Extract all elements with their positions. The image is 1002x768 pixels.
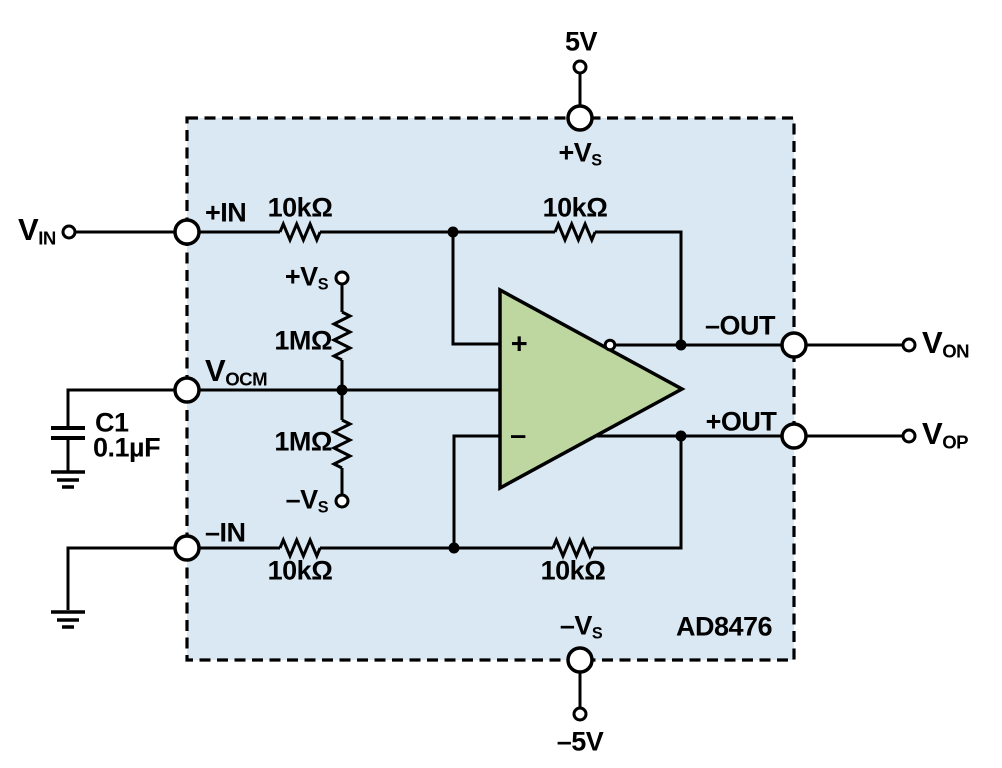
plus-in-pin-label: +IN bbox=[205, 197, 247, 228]
minus-in-pin-label: –IN bbox=[205, 517, 246, 548]
wire-minus-in-row bbox=[200, 436, 683, 550]
resistor-bottom-left-label: 10kΩ bbox=[267, 555, 333, 586]
vocm-pin-label: VOCM bbox=[205, 352, 268, 390]
resistor-divider-bottom-label: 1MΩ bbox=[274, 426, 332, 457]
node-terminal-divider-vs-plus bbox=[334, 270, 350, 286]
resistor-divider-top bbox=[330, 310, 354, 362]
plus-out-pin-label: +OUT bbox=[705, 406, 777, 437]
vop-label: VOP bbox=[922, 415, 969, 453]
node-terminal-5v bbox=[572, 59, 588, 75]
wire-minus-in-to-ground bbox=[66, 546, 174, 610]
pin-terminal-minus-in bbox=[173, 534, 201, 562]
vs-plus-pin-label: +VS bbox=[558, 137, 602, 170]
vin-label: VIN bbox=[18, 214, 56, 248]
junction-dot-minus-out bbox=[675, 339, 687, 351]
von-label-sub: ON bbox=[942, 340, 970, 362]
node-terminal-minus-5v bbox=[572, 706, 588, 722]
capacitor-c1 bbox=[51, 426, 85, 440]
wire-vocm-to-cap bbox=[66, 388, 174, 426]
resistor-top-left-label: 10kΩ bbox=[267, 192, 333, 223]
vop-label-main: V bbox=[922, 415, 943, 451]
node-terminal-vin bbox=[61, 224, 77, 240]
vs-minus-pin-label: –VS bbox=[559, 610, 603, 643]
resistor-divider-bottom bbox=[330, 418, 354, 470]
capacitor-value-label: 0.1µF bbox=[93, 432, 161, 463]
pin-terminal-vocm bbox=[173, 376, 201, 404]
junction-dot-minus-in bbox=[448, 542, 460, 554]
divider-vs-minus-label: –VS bbox=[285, 484, 329, 517]
pin-terminal-plus-in bbox=[173, 218, 201, 246]
opamp-plus-input-sign: + bbox=[510, 328, 528, 361]
vs-minus-pin-sub: S bbox=[591, 624, 603, 643]
vocm-label-sub: OCM bbox=[225, 368, 268, 390]
wire-minus-input-tap bbox=[452, 434, 500, 548]
pin-terminal-vs-minus bbox=[566, 646, 594, 674]
pin-terminal-vs-plus bbox=[566, 104, 594, 132]
resistor-bottom-right-label: 10kΩ bbox=[540, 555, 606, 586]
junction-dot-plus-in bbox=[447, 226, 459, 238]
node-terminal-divider-vs-minus bbox=[334, 493, 350, 509]
resistor-top-right-label: 10kΩ bbox=[542, 192, 608, 223]
node-terminal-vop bbox=[901, 428, 917, 444]
resistor-top-right bbox=[553, 220, 597, 244]
wire-plus-input-tap bbox=[451, 232, 500, 346]
resistor-bottom-right bbox=[551, 536, 595, 560]
bottom-rail-label: –5V bbox=[556, 726, 604, 757]
junction-dot-vocm bbox=[336, 384, 348, 396]
von-label: VON bbox=[922, 324, 970, 362]
schematic-graphics bbox=[51, 59, 917, 722]
output-inversion-bubble bbox=[603, 338, 617, 352]
resistor-top-left bbox=[278, 220, 322, 244]
vin-label-sub: IN bbox=[38, 227, 56, 249]
divider-vs-minus-sub: S bbox=[317, 498, 329, 517]
resistor-divider-top-label: 1MΩ bbox=[274, 325, 332, 356]
vocm-label-main: V bbox=[205, 352, 226, 388]
wire-plus-in-row bbox=[200, 230, 683, 345]
divider-vs-plus-main: +V bbox=[284, 261, 318, 292]
divider-vs-plus-sub: S bbox=[317, 275, 329, 294]
capacitor-ref-label: C1 bbox=[95, 407, 129, 438]
ground-symbol-c1 bbox=[51, 470, 85, 489]
vs-plus-pin-main: +V bbox=[558, 137, 592, 168]
opamp-minus-input-sign: – bbox=[510, 419, 526, 452]
vs-minus-pin-main: –V bbox=[559, 610, 593, 641]
resistor-bottom-left bbox=[278, 536, 322, 560]
divider-vs-plus-label: +VS bbox=[284, 261, 329, 294]
pin-terminal-plus-out bbox=[780, 422, 808, 450]
vop-label-sub: OP bbox=[942, 431, 969, 453]
node-terminal-von bbox=[901, 337, 917, 353]
chip-name-label: AD8476 bbox=[675, 611, 773, 642]
pin-terminal-minus-out bbox=[780, 331, 808, 359]
von-label-main: V bbox=[922, 324, 943, 360]
top-rail-label: 5V bbox=[564, 26, 598, 57]
divider-vs-minus-main: –V bbox=[285, 484, 319, 515]
junction-dot-plus-out bbox=[675, 430, 687, 442]
vin-label-main: V bbox=[18, 211, 39, 247]
ground-symbol-minus-in bbox=[51, 610, 85, 629]
minus-out-pin-label: –OUT bbox=[704, 310, 776, 341]
opamp-triangle bbox=[498, 287, 686, 491]
vs-plus-pin-sub: S bbox=[591, 151, 602, 170]
